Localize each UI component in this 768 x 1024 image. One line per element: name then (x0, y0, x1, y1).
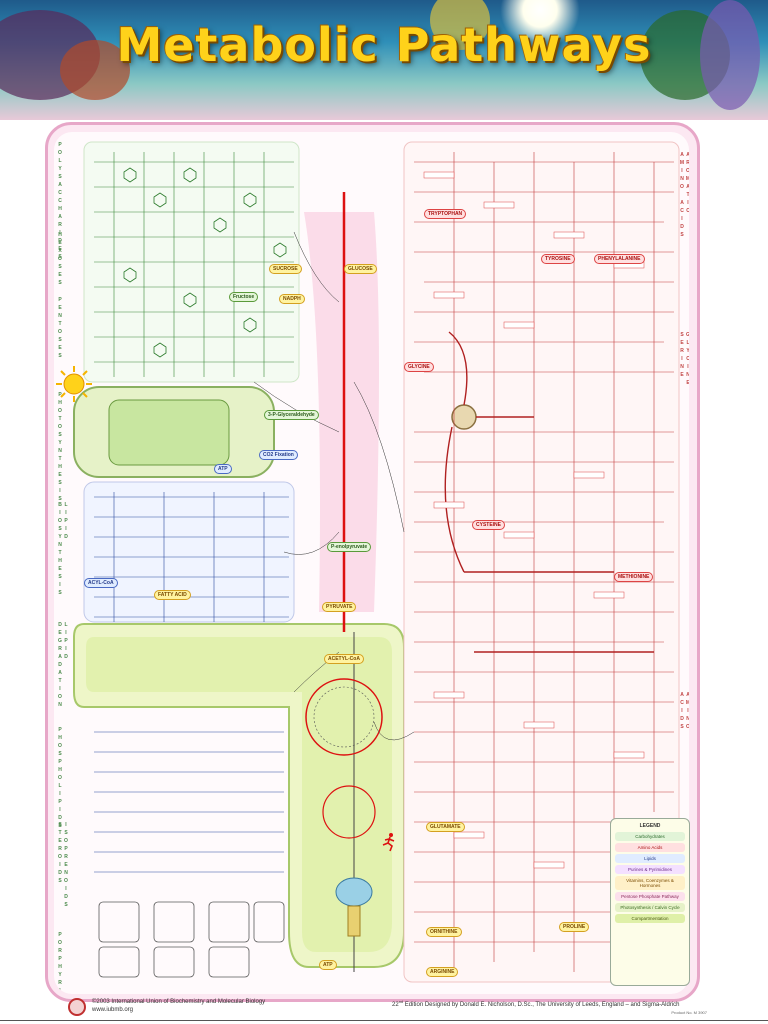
lipid-region (83, 481, 295, 623)
node-cysteine: CYSTEINE (472, 520, 506, 530)
legend-item: Amino Acids (615, 843, 685, 852)
node-arginine: ARGININE (426, 967, 459, 977)
legend-item: Lipids (615, 854, 685, 863)
legend-item: Pentose Phosphate Pathway (615, 892, 685, 901)
node-acyl-coa: ACYL-CoA (84, 578, 118, 588)
glycolysis-band (304, 212, 379, 612)
legend-item: Purines & Pyrimidines (615, 865, 685, 874)
atp-synthase (335, 877, 373, 907)
banner-decoration (430, 0, 490, 50)
node-glutamate: GLUTAMATE (426, 822, 465, 832)
legend-item: Vitamins, Coenzymes & Hormones (615, 876, 685, 890)
node-acetyl-coa: ACETYL-CoA (324, 654, 364, 664)
node-fatty-acid: FATTY ACID (154, 590, 191, 600)
node-phosphoenolpyruvate: P-enolpyruvate (327, 542, 372, 552)
node-atp-mitochondria: ATP (319, 960, 337, 970)
mitochondrial-matrix (86, 637, 392, 952)
glycine-hub (451, 404, 477, 430)
section-label-amino-acids: AMINO ACIDS (679, 692, 689, 732)
node-glyceraldehyde-3p: 3-P-Glyceraldehyde (264, 410, 319, 420)
porphyrin-structures (98, 901, 285, 978)
legend-item: Photosynthesis / Calvin Cycle (615, 903, 685, 912)
pathway-diagram (73, 141, 680, 983)
node-glucose: GLUCOSE (344, 264, 377, 274)
header-banner: Metabolic Pathways (0, 0, 768, 120)
section-label-porphyrins: PORPHYRINS (57, 932, 63, 994)
section-label-phospholipids: PHOSPHOLIPIDS (57, 727, 63, 831)
section-label-glycine-serine: GLYCINE SERINE (679, 332, 689, 388)
node-pyruvate: PYRUVATE (322, 602, 357, 612)
product-number: Product No. M 3907 (671, 1010, 707, 1015)
edition-number: 22 (392, 1002, 399, 1008)
metabolic-map: POLYSACCHARIDES HEXOSES PENTOSES PHOTOSY… (54, 132, 689, 994)
node-tryptophan: TRYPTOPHAN (424, 209, 467, 219)
section-label-photosynthesis: PHOTOSYNTHESIS (57, 392, 63, 504)
section-label-lipid-biosynthesis: LIPID BIOSYNTHESIS (57, 502, 69, 598)
runner-icon (382, 833, 395, 852)
legend-title: LEGEND (639, 823, 661, 829)
website-link[interactable]: www.iubmb.org (92, 1007, 134, 1013)
thylakoid (108, 399, 230, 466)
node-phenylalanine: PHENYLALANINE (594, 254, 645, 264)
edition-suffix: nd (398, 999, 404, 1004)
carbohydrate-network (94, 152, 294, 377)
section-label-lipid-degradation: LIPID DEGRADATION (57, 622, 69, 710)
lipid-network (94, 492, 289, 873)
node-proline: PROLINE (559, 922, 590, 932)
node-fructose: Fructose (229, 292, 259, 302)
page-title: Metabolic Pathways (116, 18, 652, 72)
section-label-aromatic-amino-acids: AROMATIC AMINO ACIDS (679, 152, 689, 240)
urea-cycle (322, 785, 376, 839)
node-tyrosine: TYROSINE (541, 254, 575, 264)
footer-copyright: ©2003 International Union of Biochemistr… (92, 998, 265, 1014)
copyright-text: ©2003 International Union of Biochemistr… (92, 999, 266, 1005)
node-atp-photosynthesis: ATP (214, 464, 232, 474)
iubmb-seal-icon (68, 998, 86, 1016)
footer-divider (0, 1020, 768, 1021)
legend-item: Compartmentation (615, 914, 685, 923)
node-sucrose: SUCROSE (269, 264, 302, 274)
section-label-isoprenoids: ISOPRENOIDS STEROIDS (57, 822, 69, 910)
node-nadph: NADPH (279, 294, 305, 304)
section-label-hexoses: HEXOSES (57, 232, 63, 288)
legend-item: Carbohydrates (615, 832, 685, 841)
sun-icon (56, 366, 92, 402)
node-co2-fixation: CO2 Fixation (259, 450, 298, 460)
section-label-polysaccharides: POLYSACCHARIDES (57, 142, 63, 262)
tca-cycle (305, 678, 383, 756)
edition-text: Edition Designed by Donald E. Nicholson,… (403, 1002, 680, 1008)
node-glycine: GLYCINE (404, 362, 434, 372)
banner-decoration (60, 40, 130, 100)
section-label-pentoses: PENTOSES (57, 297, 63, 361)
node-methionine: METHIONINE (614, 572, 654, 582)
node-ornithine: ORNITHINE (426, 927, 462, 937)
legend-box: LEGEND Carbohydrates Amino Acids Lipids … (610, 818, 690, 986)
footer-credits: 22nd Edition Designed by Donald E. Nicho… (392, 998, 712, 1017)
banner-decoration (700, 0, 760, 110)
amino-acid-region (403, 141, 680, 983)
amino-acid-network (414, 152, 674, 972)
